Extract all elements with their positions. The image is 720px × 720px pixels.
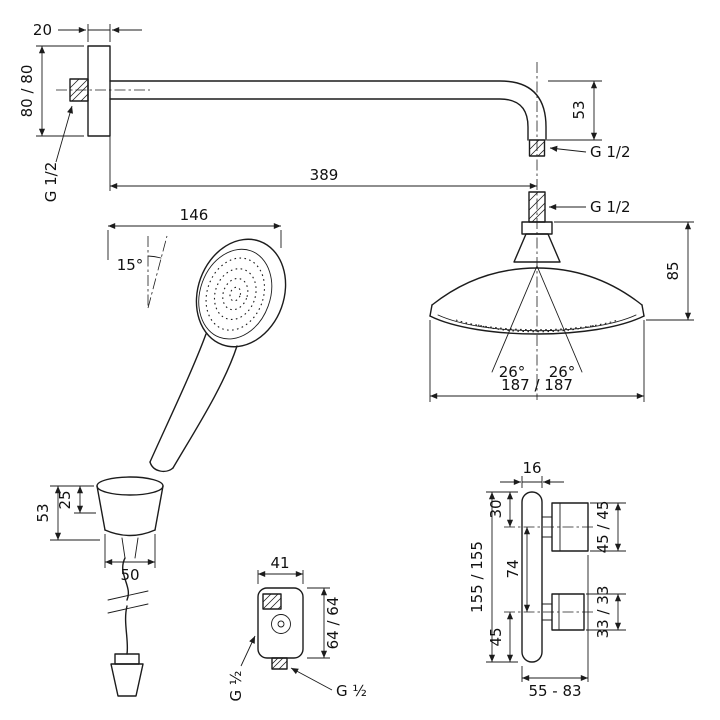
thread-label-inlet: G 1/2 (590, 198, 631, 216)
dim-label-85: 85 (664, 261, 682, 280)
dim-label-389: 389 (310, 166, 339, 184)
dim-label-41: 41 (270, 554, 289, 572)
dim-label-187-187: 187 / 187 (501, 376, 573, 394)
wall-outlet-drawing: 41 64 / 64 G ½ G ½ (227, 554, 367, 701)
dim-label-16: 16 (522, 459, 541, 477)
dim-outlet-width: 41 (257, 554, 304, 584)
dim-label-146: 146 (180, 206, 209, 224)
dim-label-53-holder: 53 (34, 503, 52, 522)
dim-arm-drop: 53 (547, 80, 602, 141)
spray-face-edge (437, 314, 637, 332)
label-inlet-thread: G 1/2 (548, 198, 631, 216)
overhead-shower-drawing: 26° 26° G 1/2 85 187 / 187 (429, 62, 694, 402)
hand-shower-head (195, 238, 287, 348)
dim-lower-handle-size: 33 / 33 (586, 586, 626, 639)
holder-and-hose-drawing: 53 25 50 (34, 476, 164, 697)
wall-thread-nipple (69, 78, 89, 102)
thermostat-drawing: 16 155 / 155 30 74 45 45 / 45 (468, 459, 626, 700)
spray-angle-line-left (491, 265, 538, 373)
spray-nozzle-row-2 (477, 324, 597, 333)
dim-holder-upper: 25 (56, 486, 96, 514)
dim-top-to-upper-handle: 30 (487, 492, 514, 528)
dim-label-30: 30 (487, 499, 505, 518)
thread-label-left: G 1/2 (42, 162, 60, 203)
angle-label-26-left: 26° (499, 363, 526, 381)
dim-upper-handle-size: 45 / 45 (590, 501, 626, 554)
dim-holder-width: 50 (104, 534, 156, 584)
dim-label-33-33: 33 / 33 (594, 586, 612, 639)
dim-holder-height: 53 (34, 485, 100, 541)
dim-label-64-64: 64 / 64 (324, 597, 342, 650)
dim-label-25: 25 (56, 490, 74, 509)
dim-escutcheon-height: 80 / 80 (18, 45, 84, 137)
outlet-thread-nipple (262, 593, 282, 610)
connector-cone (513, 233, 561, 263)
arm-tube-inner (109, 98, 529, 141)
thread-label-outlet-left: G ½ (227, 671, 245, 702)
thermostat-plate (521, 491, 543, 663)
dim-head-height: 85 (554, 221, 694, 321)
outlet-bottom-stub (271, 657, 288, 670)
dim-hand-shower-projection: 146 (107, 206, 282, 260)
outlet-swivel (271, 614, 291, 634)
dim-label-45: 45 (487, 627, 505, 646)
head-bottom (429, 315, 645, 335)
head-rim-right (641, 304, 645, 317)
thread-label-arm-end: G 1/2 (590, 143, 631, 161)
dim-plate-depth: 16 (500, 459, 564, 488)
head-rim-left (429, 304, 433, 317)
angle-label-26-right: 26° (549, 363, 576, 381)
dim-label-74: 74 (504, 559, 522, 578)
tilt-angle-indicator: 15° (117, 235, 168, 309)
label-outlet-bottom-thread: G ½ (290, 667, 367, 700)
outlet-swivel-center (277, 620, 285, 628)
shower-holder (96, 476, 164, 559)
dim-label-50: 50 (120, 566, 139, 584)
label-arm-end-thread: G 1/2 (549, 143, 631, 161)
dim-label-45-45: 45 / 45 (594, 501, 612, 554)
arm-tube-outer (109, 80, 547, 141)
dim-handle-spacing: 74 (504, 526, 531, 613)
dim-label-80-80: 80 / 80 (18, 65, 36, 118)
thread-label-outlet-right: G ½ (336, 682, 367, 700)
inlet-pipe (528, 191, 546, 223)
label-wall-thread: G 1/2 (42, 105, 73, 203)
dim-lower-handle-to-bottom: 45 (487, 611, 514, 663)
dim-projection-range: 55 - 83 (521, 555, 589, 700)
dim-head-size: 187 / 187 (429, 320, 645, 402)
hand-shower-handle (149, 333, 238, 473)
hand-shower-drawing: 15° 146 (107, 206, 287, 473)
dim-arm-length: 389 (109, 104, 538, 191)
spray-angle-line-right (536, 265, 583, 373)
shower-arm-drawing: 20 80 / 80 G 1/2 389 53 G (18, 21, 631, 202)
label-outlet-side-thread: G ½ (227, 635, 256, 702)
spray-nozzle-row-1 (455, 319, 619, 331)
dim-label-53-arm: 53 (570, 100, 588, 119)
dim-label-55-83: 55 - 83 (528, 682, 581, 700)
head-dome-top (431, 267, 643, 306)
angle-label-15: 15° (117, 256, 144, 274)
dim-escutcheon-depth: 20 (33, 21, 142, 42)
dim-label-155-155: 155 / 155 (468, 541, 486, 613)
dim-outlet-height: 64 / 64 (307, 587, 342, 659)
dim-label-20: 20 (33, 21, 52, 39)
